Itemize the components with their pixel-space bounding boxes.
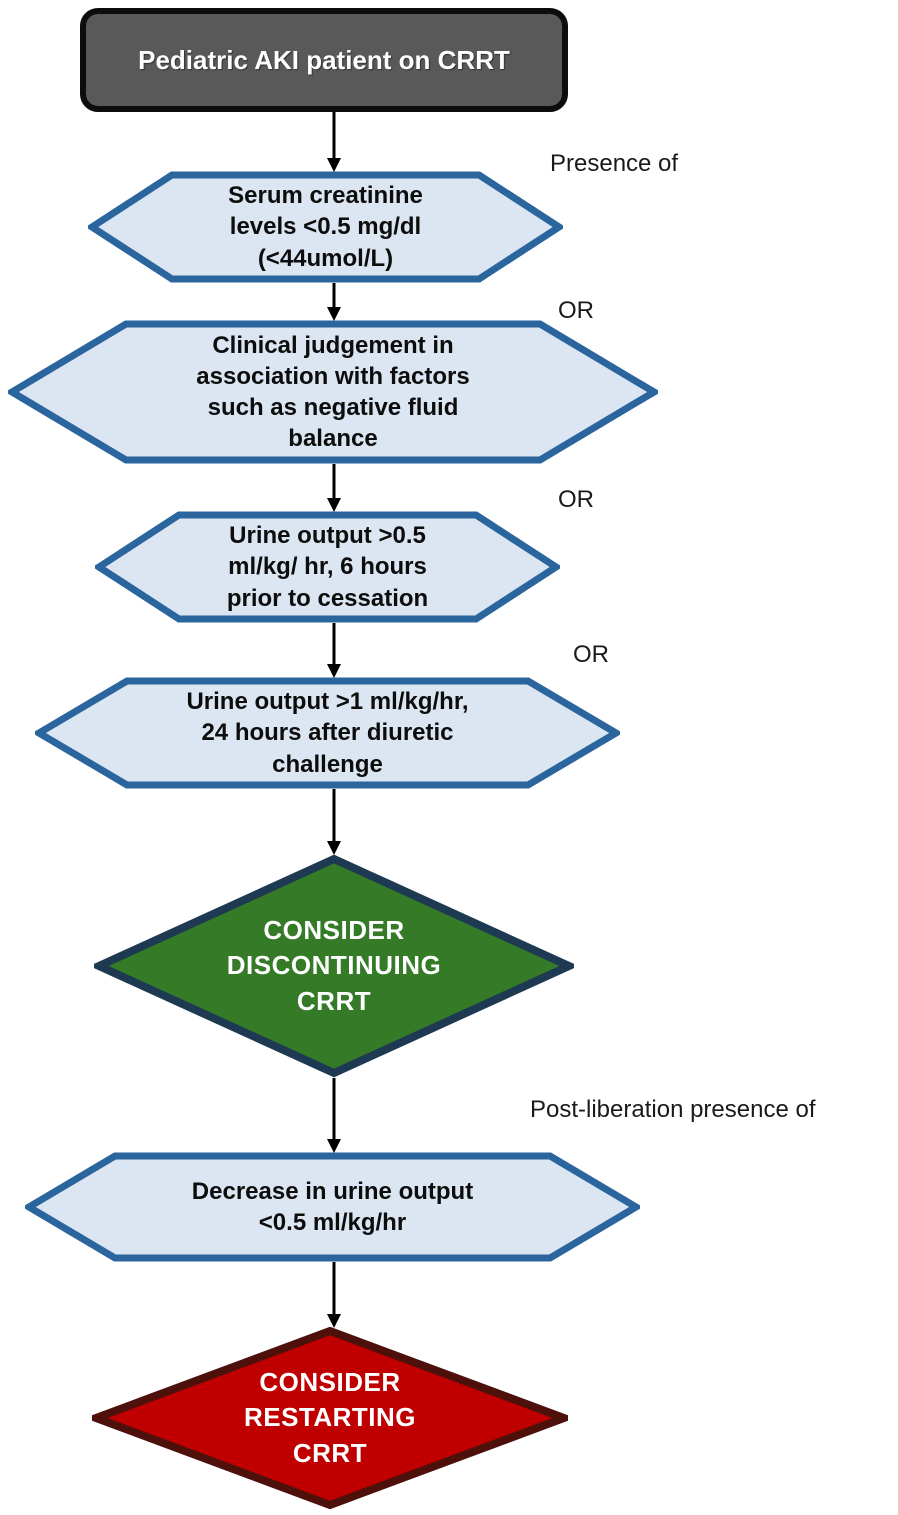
node-criterion-urine-output-6h: Urine output >0.5 ml/kg/ hr, 6 hours pri… bbox=[95, 511, 560, 623]
node-decision-discontinue-crrt: CONSIDER DISCONTINUING CRRT bbox=[94, 854, 574, 1078]
diamond-shape bbox=[92, 1327, 568, 1509]
label-presence-of: Presence of bbox=[550, 150, 679, 177]
label-or-2: OR bbox=[558, 486, 594, 513]
hexagon-shape bbox=[8, 320, 658, 464]
hexagon-shape bbox=[25, 1152, 640, 1262]
flow-arrow-4 bbox=[327, 623, 341, 678]
flow-arrow-1 bbox=[327, 112, 341, 172]
label-post-liberation-presence-of: Post-liberation presence of bbox=[530, 1096, 816, 1123]
flow-arrow-2 bbox=[327, 283, 341, 321]
label-or-1: OR bbox=[558, 297, 594, 324]
node-decision-restart-crrt: CONSIDER RESTARTING CRRT bbox=[92, 1327, 568, 1509]
node-criterion-urine-output-24h: Urine output >1 ml/kg/hr, 24 hours after… bbox=[35, 677, 620, 789]
flow-arrow-3 bbox=[327, 464, 341, 512]
node-start-pediatric-aki: Pediatric AKI patient on CRRT bbox=[80, 8, 568, 112]
hexagon-shape bbox=[88, 171, 563, 283]
diamond-shape bbox=[94, 854, 574, 1078]
flow-arrow-5 bbox=[327, 789, 341, 855]
hexagon-shape bbox=[95, 511, 560, 623]
hexagon-shape bbox=[35, 677, 620, 789]
node-criterion-post-liberation-urine-output: Decrease in urine output <0.5 ml/kg/hr bbox=[25, 1152, 640, 1262]
node-start-label: Pediatric AKI patient on CRRT bbox=[138, 44, 510, 75]
node-criterion-clinical-judgement: Clinical judgement in association with f… bbox=[8, 320, 658, 464]
flow-arrow-6 bbox=[327, 1078, 341, 1153]
node-criterion-serum-creatinine: Serum creatinine levels <0.5 mg/dl (<44u… bbox=[88, 171, 563, 283]
label-or-3: OR bbox=[573, 641, 609, 668]
flow-arrow-7 bbox=[327, 1262, 341, 1328]
